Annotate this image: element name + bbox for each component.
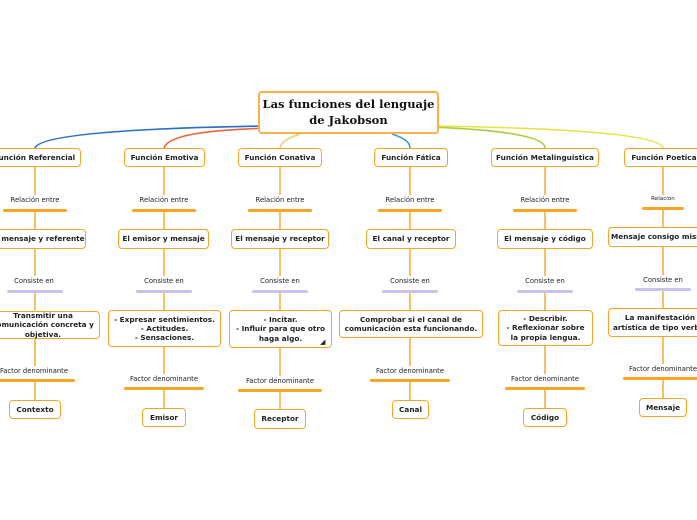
factor-label-emotiva: Factor denominante — [129, 375, 199, 383]
factor-node-fatica[interactable]: Canal — [392, 400, 429, 419]
branch-connector — [34, 125, 269, 149]
branch-connector — [435, 125, 664, 149]
branch-title-metalinguistica[interactable]: Función Metalinguistica — [491, 148, 599, 167]
consists-label-underline — [635, 288, 691, 291]
factor-label-underline — [505, 387, 585, 390]
factor-node-conativa[interactable]: Receptor — [254, 409, 306, 429]
factor-label-referencial: Factor denominante — [0, 367, 69, 375]
relation-label-underline — [642, 207, 684, 210]
consists-label-referencial: Consiste en — [14, 277, 54, 285]
factor-label-underline — [623, 377, 697, 380]
consists-label-underline — [7, 290, 63, 293]
consists-label-emotiva: Consiste en — [144, 277, 184, 285]
factor-node-emotiva[interactable]: Emisor — [142, 408, 186, 427]
factor-label-metalinguistica: Factor denominante — [510, 375, 580, 383]
root-topic[interactable]: Las funciones del lenguaje de Jakobson — [258, 91, 439, 134]
relation-label-referencial: Relación entre — [10, 196, 60, 204]
relation-node-referencial[interactable]: El mensaje y referente — [0, 229, 86, 249]
relation-label-underline — [248, 209, 312, 212]
factor-label-fatica: Factor denominante — [375, 367, 445, 375]
factor-label-underline — [0, 379, 75, 382]
branch-title-fatica[interactable]: Función Fática — [374, 148, 448, 167]
consists-node-emotiva[interactable]: - Expresar sentimientos. - Actitudes. - … — [108, 310, 221, 347]
relation-label-emotiva: Relación entre — [139, 196, 189, 204]
relation-node-fatica[interactable]: El canal y receptor — [366, 229, 456, 249]
branch-connector — [391, 133, 411, 149]
relation-label-underline — [132, 209, 196, 212]
relation-label-fatica: Relación entre — [385, 196, 435, 204]
branch-title-conativa[interactable]: Función Conativa — [238, 148, 322, 167]
relation-label-metalinguistica: Relación entre — [520, 196, 570, 204]
relation-label-underline — [513, 209, 577, 212]
consists-node-poetica[interactable]: La manifestación artística de tipo verba… — [608, 308, 697, 337]
factor-label-underline — [124, 387, 204, 390]
consists-label-metalinguistica: Consiste en — [525, 277, 565, 285]
branch-connector — [279, 133, 301, 149]
relation-node-metalinguistica[interactable]: El mensaje y código — [497, 229, 593, 249]
factor-node-poetica[interactable]: Mensaje — [639, 398, 687, 417]
factor-label-conativa: Factor denominante — [245, 377, 315, 385]
relation-label-underline — [3, 209, 67, 212]
factor-label-poetica: Factor denominante — [628, 365, 697, 373]
relation-label-underline — [378, 209, 442, 212]
root-title-line1: Las funciones del lenguaje — [262, 96, 435, 111]
consists-node-fatica[interactable]: Comprobar si el canal de comunicación es… — [339, 310, 483, 338]
consists-label-underline — [517, 290, 573, 293]
consists-label-underline — [136, 290, 192, 293]
relation-label-poetica: Relación — [651, 196, 675, 202]
consists-label-conativa: Consiste en — [260, 277, 300, 285]
relation-node-poetica[interactable]: Mensaje consigo mismo — [608, 227, 697, 247]
factor-node-metalinguistica[interactable]: Código — [523, 408, 567, 427]
factor-label-underline — [370, 379, 450, 382]
branch-title-emotiva[interactable]: Función Emotiva — [124, 148, 205, 167]
relation-node-conativa[interactable]: El mensaje y receptor — [231, 229, 329, 249]
root-title-line2: de Jakobson — [309, 112, 388, 127]
factor-label-underline — [238, 389, 322, 392]
consists-node-conativa[interactable]: - Incitar. - Influir para que otro haga … — [229, 310, 332, 348]
consists-node-referencial[interactable]: Transmitir una comunicación concreta y o… — [0, 311, 100, 339]
consists-label-poetica: Consiste en — [643, 276, 683, 284]
branch-connector — [163, 127, 273, 149]
consists-node-metalinguistica[interactable]: - Describir. - Reflexionar sobre la prop… — [498, 310, 593, 346]
relation-label-conativa: Relación entre — [255, 196, 305, 204]
branch-title-referencial[interactable]: Función Referencial — [0, 148, 81, 167]
branch-title-poetica[interactable]: Función Poetica — [624, 148, 697, 167]
branch-connector — [431, 126, 546, 149]
consists-label-underline — [252, 290, 308, 293]
relation-node-emotiva[interactable]: El emisor y mensaje — [118, 229, 209, 249]
factor-node-referencial[interactable]: Contexto — [9, 400, 61, 419]
consists-label-fatica: Consiste en — [390, 277, 430, 285]
consists-label-underline — [382, 290, 438, 293]
resize-handle-icon[interactable]: ◢ — [320, 338, 326, 346]
